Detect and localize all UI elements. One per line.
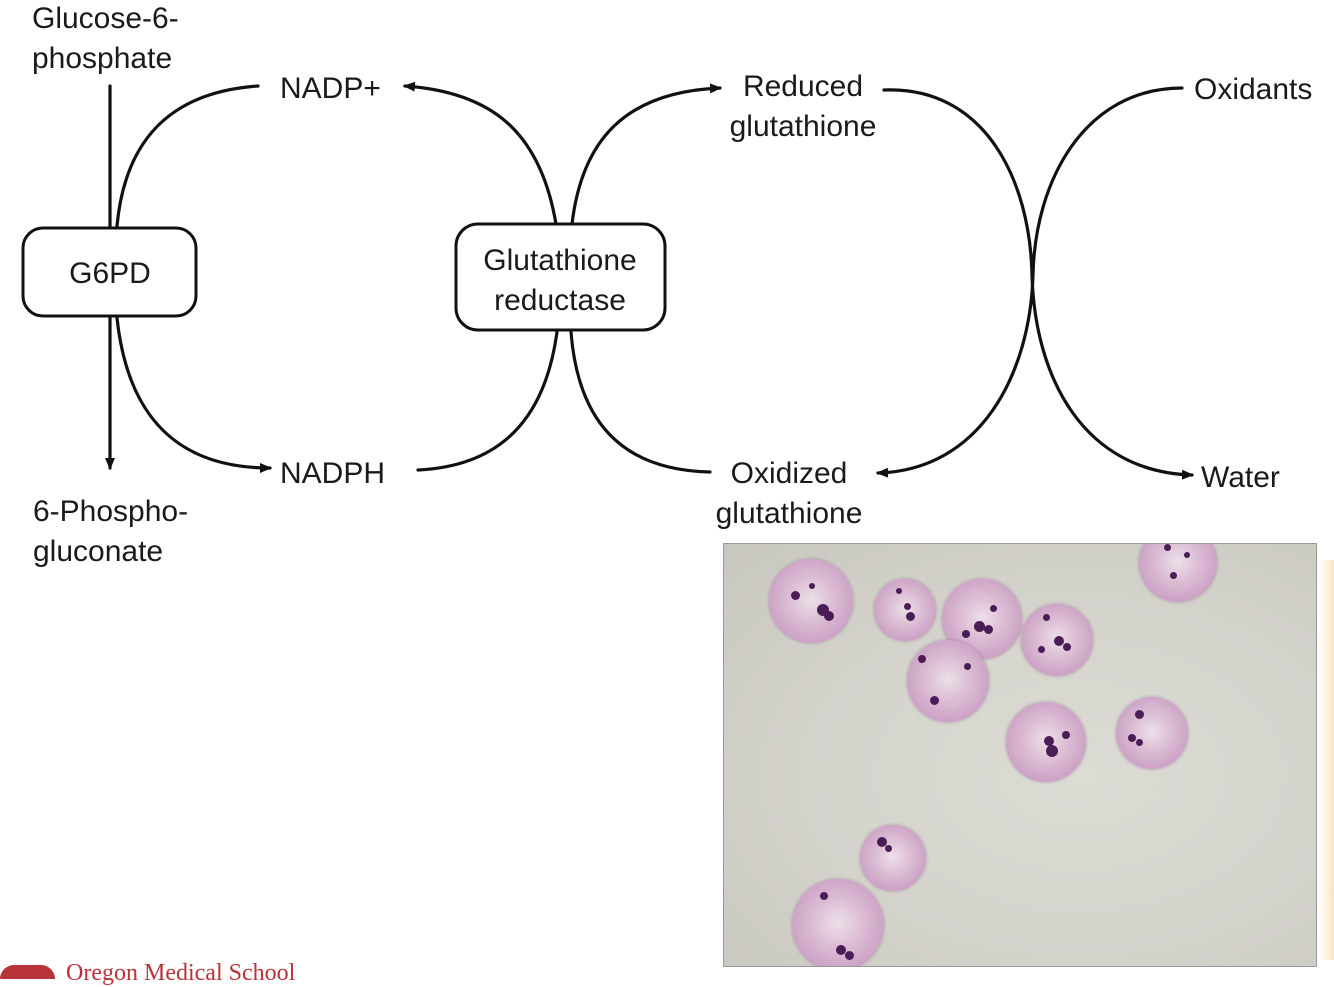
heinz-body-inclusion — [1184, 552, 1191, 559]
heinz-body-inclusion — [903, 602, 911, 610]
oxidants-label: Oxidants — [1194, 73, 1312, 106]
heinz-body-inclusion — [877, 836, 888, 847]
glucose-6-phosphate-label: Glucose-6-phosphate — [32, 2, 179, 75]
nadph-to-reductase-arc — [416, 330, 559, 472]
heinz-body-inclusion — [964, 662, 972, 670]
g6pd-box — [21, 226, 198, 318]
red-blood-cell — [1116, 697, 1188, 769]
heinz-body-inclusion — [1062, 730, 1070, 739]
side-decoration — [1318, 560, 1334, 960]
red-blood-cell — [1006, 702, 1086, 782]
reduced-glutathione-to-water-arc — [882, 88, 1194, 480]
heinz-body-inclusion — [819, 891, 828, 900]
red-blood-cell — [874, 579, 936, 641]
blood-smear-photo — [723, 543, 1317, 967]
heinz-body-inclusion — [1134, 709, 1144, 719]
logo-text: Oregon Medical School — [66, 960, 296, 986]
heinz-body-inclusion — [1042, 614, 1050, 622]
heinz-body-inclusion — [1136, 738, 1144, 746]
heinz-body-inclusion — [974, 620, 985, 632]
red-blood-cell — [907, 640, 989, 722]
heinz-body-inclusion — [836, 945, 847, 956]
oxidized-glutathione-to-reductase-arc — [569, 330, 712, 474]
heinz-body-inclusion — [809, 582, 816, 589]
red-blood-cell — [769, 559, 853, 643]
heinz-body-inclusion — [824, 611, 835, 622]
heinz-body-inclusion — [918, 654, 927, 663]
heinz-body-inclusion — [790, 590, 800, 600]
red-blood-cell — [860, 825, 926, 891]
nadp-to-g6pd-arc — [115, 84, 260, 228]
heinz-body-inclusion — [1163, 544, 1171, 552]
heinz-body-inclusion — [990, 604, 997, 612]
water-label: Water — [1201, 461, 1280, 494]
nadph-label: NADPH — [280, 457, 385, 490]
heinz-body-inclusion — [1170, 572, 1178, 580]
nadp-plus-label: NADP+ — [280, 72, 381, 105]
heinz-body-inclusion — [896, 587, 903, 594]
g6pd-to-nadph-arc — [115, 316, 272, 473]
heinz-body-inclusion — [1054, 635, 1065, 646]
heinz-body-inclusion — [929, 695, 939, 705]
heinz-body-inclusion — [983, 625, 993, 635]
red-blood-cell — [1139, 544, 1217, 602]
oxidants-to-oxidized-glutathione-arc — [876, 86, 1184, 478]
heinz-body-inclusion — [906, 612, 916, 622]
glutathione-reductase-box — [454, 222, 667, 332]
g6pd-label: G6PD — [69, 257, 151, 290]
phosphogluconate-label: 6-Phospho-gluconate — [33, 495, 188, 568]
reductase-to-reduced-glutathione-arc — [570, 83, 722, 226]
heinz-body-inclusion — [1046, 745, 1058, 758]
heinz-body-inclusion — [1038, 645, 1046, 653]
reductase-to-nadp-arc — [403, 81, 558, 226]
logo-mark — [0, 965, 55, 979]
heinz-body-inclusion — [962, 630, 970, 639]
red-blood-cell — [792, 879, 884, 966]
heinz-body-inclusion — [885, 844, 893, 852]
heinz-body-inclusion — [1127, 734, 1136, 743]
red-blood-cell — [1021, 604, 1093, 676]
heinz-body-inclusion — [1062, 642, 1071, 651]
heinz-body-inclusion — [1044, 735, 1055, 746]
heinz-body-inclusion — [845, 950, 855, 960]
